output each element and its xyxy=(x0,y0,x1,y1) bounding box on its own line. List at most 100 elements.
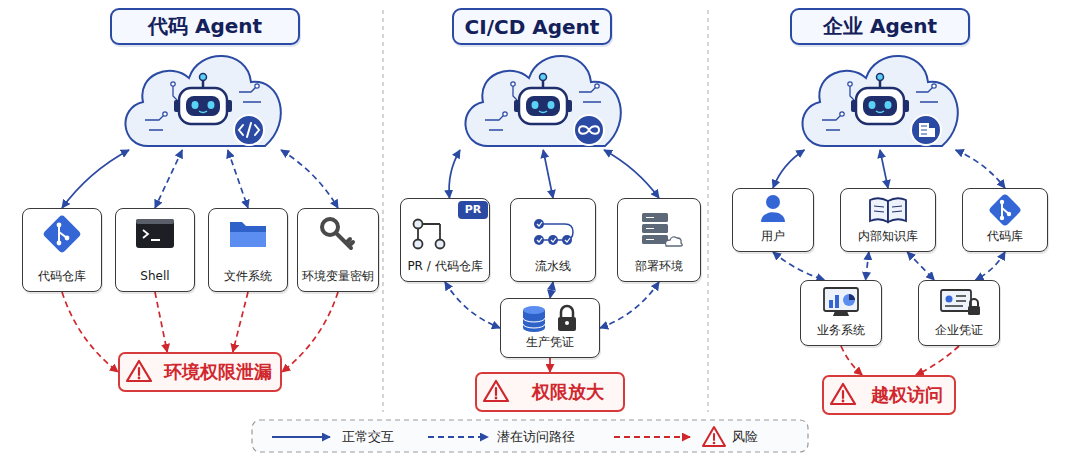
pipeline-icon xyxy=(562,235,572,245)
risk-arrow xyxy=(62,292,118,372)
credential-icon xyxy=(968,306,980,315)
pipeline-icon xyxy=(534,235,544,245)
code-agent-cloud xyxy=(125,56,280,146)
server-icon xyxy=(642,213,682,246)
enterprise-agent-cloud xyxy=(921,126,927,134)
legend-samples xyxy=(703,427,725,446)
agent-title: CI/CD Agent xyxy=(452,8,612,45)
access-path-arrow xyxy=(228,150,248,208)
dashboard-icon xyxy=(829,300,833,308)
git-icon xyxy=(1000,216,1004,220)
git-icon xyxy=(988,193,1022,227)
resource-box: 业务系统 xyxy=(800,280,882,346)
key-icon xyxy=(322,219,353,248)
warning-icon xyxy=(831,384,855,404)
folder-icon xyxy=(230,232,266,247)
risk-box: 越权访问 xyxy=(822,375,956,415)
code-agent-cloud xyxy=(239,123,259,137)
warning-icon xyxy=(831,384,855,404)
git-icon xyxy=(1000,200,1004,204)
box-label: 代码仓库 xyxy=(38,270,86,284)
resource-box: 环境变量密钥 xyxy=(297,208,379,292)
legend-samples xyxy=(614,436,690,438)
access-path-arrow xyxy=(866,252,869,280)
access-path-arrow xyxy=(975,252,1005,280)
pr-graph-icon xyxy=(418,224,440,244)
resource-box: 内部知识库 xyxy=(840,188,936,252)
interaction-arrow xyxy=(543,150,553,198)
access-path-arrow xyxy=(281,150,338,208)
folder-icon xyxy=(230,222,266,247)
terminal-icon xyxy=(136,219,174,224)
git-icon xyxy=(42,214,82,254)
cicd-agent-cloud xyxy=(465,56,620,146)
access-path-arrow xyxy=(907,252,934,280)
warning-icon xyxy=(484,381,508,401)
box-label: 企业凭证 xyxy=(935,324,983,338)
risk-text: 环境权限泄漏 xyxy=(164,360,272,384)
git-icon xyxy=(65,236,70,241)
agent-node: 企业 Agent xyxy=(790,8,970,150)
git-icon xyxy=(57,241,62,246)
enterprise-agent-cloud xyxy=(802,56,957,146)
risk-text: 越权访问 xyxy=(871,383,943,407)
book-icon xyxy=(870,198,888,222)
legend-samples xyxy=(272,427,725,446)
server-icon xyxy=(642,224,668,233)
cicd-agent-cloud xyxy=(579,126,599,134)
dashboard-icon xyxy=(835,295,839,308)
legend-samples xyxy=(713,434,715,440)
warning-icon xyxy=(127,361,151,381)
pr-graph-icon xyxy=(436,240,445,249)
interaction-arrow xyxy=(604,150,659,198)
database-icon xyxy=(523,306,545,314)
enterprise-agent-cloud xyxy=(919,123,929,137)
box-label: 部署环境 xyxy=(635,260,683,274)
box-label: 流水线 xyxy=(535,260,571,274)
user-icon xyxy=(766,195,780,209)
access-path-arrow xyxy=(773,252,825,280)
pr-graph-icon xyxy=(414,220,423,229)
dashboard-icon xyxy=(849,294,855,300)
warning-icon xyxy=(138,368,140,375)
server-icon xyxy=(666,237,683,246)
terminal-icon xyxy=(143,230,160,240)
credential-icon xyxy=(941,290,971,311)
lock-icon xyxy=(558,317,576,331)
risk-arrow xyxy=(916,346,959,375)
dashboard-icon xyxy=(824,288,858,316)
dashboard-icon xyxy=(833,311,849,316)
access-path-arrow xyxy=(550,282,553,298)
pr-graph-icon xyxy=(414,220,445,249)
lock-icon xyxy=(558,306,576,331)
server-icon xyxy=(642,213,668,222)
box-label: PR / 代码仓库 xyxy=(407,260,482,274)
box-label: 内部知识库 xyxy=(858,230,918,244)
book-icon xyxy=(888,198,906,222)
risk-arrow xyxy=(282,292,338,372)
access-path-arrow xyxy=(445,282,500,328)
folder-icon xyxy=(230,222,266,247)
legend-samples xyxy=(428,436,488,438)
credential-icon xyxy=(970,299,978,306)
agent-node: CI/CD Agent xyxy=(452,8,612,150)
dashboard-icon xyxy=(824,288,858,311)
panel-divider xyxy=(382,10,383,412)
cicd-agent-cloud xyxy=(465,56,620,146)
pipeline-icon xyxy=(537,222,570,242)
database-icon xyxy=(523,310,545,332)
access-path-arrow xyxy=(155,150,182,208)
git-icon xyxy=(59,225,67,243)
resource-box: 部署环境 xyxy=(617,198,701,282)
credential-icon xyxy=(945,296,966,306)
agent-title: 代码 Agent xyxy=(110,8,300,45)
book-icon xyxy=(874,206,902,212)
pr-badge xyxy=(458,201,488,219)
pipeline-icon xyxy=(539,224,573,240)
credential-icon xyxy=(946,296,953,303)
risk-box: 权限放大 xyxy=(475,372,625,412)
interaction-arrow xyxy=(449,150,460,198)
box-label: 文件系统 xyxy=(224,270,272,284)
